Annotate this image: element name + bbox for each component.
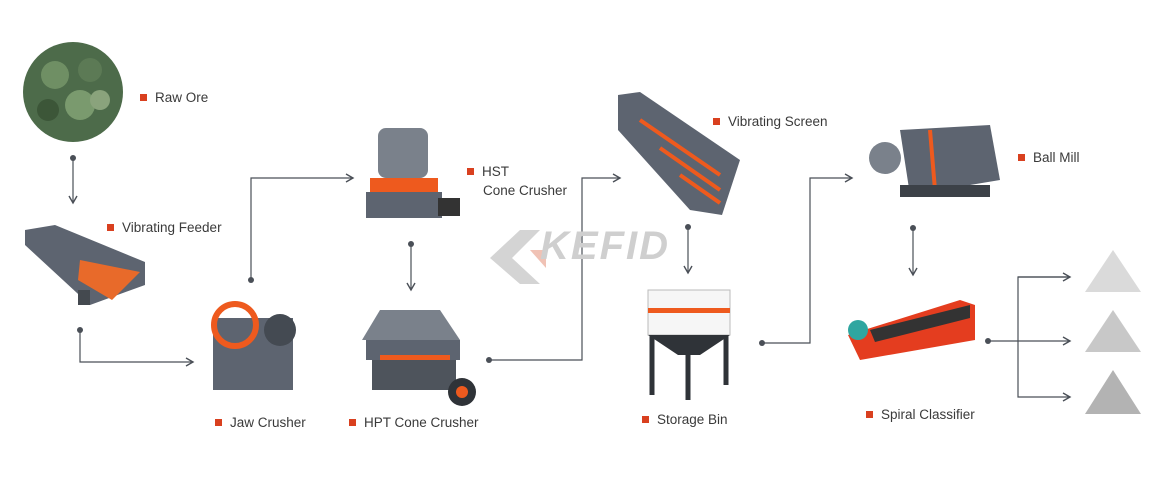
bullet-icon [713,118,720,125]
label-hst-cone-crusher: HST [467,164,509,179]
spiral-classifier-image [848,300,975,360]
label-text: Vibrating Screen [728,114,828,129]
label-text: Raw Ore [155,90,209,105]
product-piles-image [1085,250,1141,414]
vibrating-feeder-image [25,225,145,305]
bullet-icon [349,419,356,426]
bullet-icon [467,168,474,175]
bullet-icon [215,419,222,426]
label-text: Vibrating Feeder [122,220,222,235]
kefid-logo-mark [490,230,546,284]
connectors [68,158,1072,402]
label-jaw-crusher: Jaw Crusher [215,415,306,430]
label-vibrating-feeder: Vibrating Feeder [107,220,222,235]
label-hst-cone-crusher-line2: Cone Crusher [483,183,567,198]
jaw-crusher-image [211,301,296,390]
label-text: Storage Bin [657,412,728,427]
bullet-icon [1018,154,1025,161]
label-ball-mill: Ball Mill [1018,150,1080,165]
watermark-text: KEFID [540,224,670,268]
label-spiral-classifier: Spiral Classifier [866,407,975,422]
ball-mill-image [869,125,1000,197]
label-storage-bin: Storage Bin [642,412,728,427]
kefid-watermark: KEFID [540,224,670,269]
label-vibrating-screen: Vibrating Screen [713,114,828,129]
label-text: Ball Mill [1033,150,1080,165]
label-text: Jaw Crusher [230,415,306,430]
bullet-icon [642,416,649,423]
vibrating-screen-image [618,92,740,215]
label-text: Spiral Classifier [881,407,975,422]
label-hpt-cone-crusher: HPT Cone Crusher [349,415,479,430]
hpt-cone-crusher-image [362,310,476,406]
raw-ore-image [23,42,123,142]
storage-bin-image [647,289,731,400]
bullet-icon [107,224,114,231]
label-text: HST [482,164,509,179]
label-raw-ore: Raw Ore [140,90,208,105]
label-text: HPT Cone Crusher [364,415,479,430]
hst-cone-crusher-image [366,128,460,218]
label-text: Cone Crusher [483,183,568,198]
bullet-icon [866,411,873,418]
bullet-icon [140,94,147,101]
